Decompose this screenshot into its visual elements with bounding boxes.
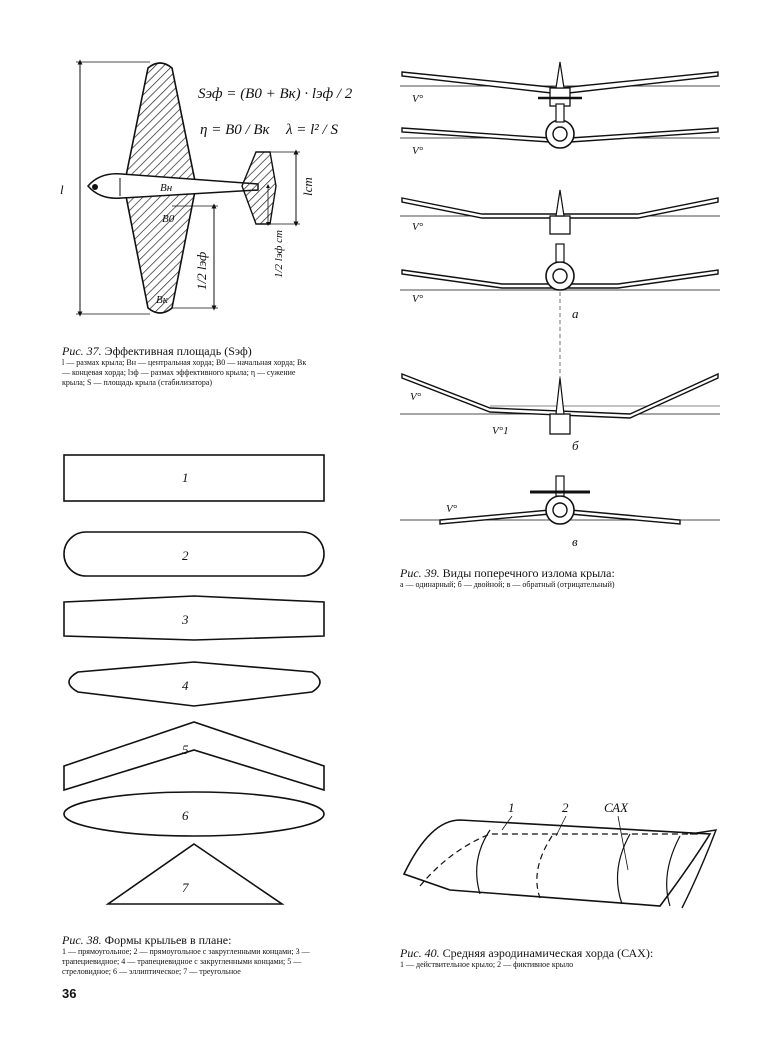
fig39-drawing: V° V° V° V° а V° V°1 б V° в: [400, 61, 720, 549]
fig39-caption-text: а — одинарный; б — двойной; в — обратный…: [400, 580, 615, 589]
shape-trapezoid-rounded: [68, 661, 321, 707]
fig40-label-1: 1: [508, 800, 515, 815]
shape-trapezoid: [63, 595, 325, 641]
shape-elliptical: [63, 791, 325, 837]
fig38-caption: Рис. 38. Формы крыльев в плане: 1 — прям…: [62, 933, 352, 977]
fig40-caption: Рис. 40. Средняя аэродинамическая хорда …: [400, 946, 720, 970]
stabilizer: [241, 151, 277, 225]
angle-label-4: V°: [412, 293, 424, 305]
shape-label-6: 6: [182, 808, 189, 823]
sub-label-a: а: [572, 306, 579, 321]
fig38-drawing: 1 2 3 4 5 6 7: [63, 454, 325, 905]
shape-label-4: 4: [182, 678, 189, 693]
label-b0: B0: [162, 213, 175, 225]
fig38-caption-num: Рис. 38.: [62, 933, 102, 947]
figure-40: 1 2 САХ: [390, 790, 780, 940]
shape-rectangular: [63, 454, 325, 502]
fig39-caption-num: Рис. 39.: [400, 566, 440, 580]
shape-rounded: [63, 531, 325, 577]
shape-label-5: 5: [182, 742, 189, 757]
fig40-label-cax: САХ: [604, 800, 629, 815]
formula-area: Sэф = (B0 + Bк) · lэф / 2: [198, 86, 353, 102]
label-lst: lст: [300, 177, 315, 196]
shape-label-3: 3: [181, 612, 189, 627]
formula-aspect: λ = l² / S: [285, 122, 338, 138]
sub-label-b: б: [572, 438, 579, 453]
angle-label-6: V°1: [492, 425, 509, 437]
fig40-drawing: 1 2 САХ: [402, 800, 718, 909]
angle-label-7: V°: [446, 503, 458, 515]
label-bk: Bк: [156, 294, 169, 306]
fig40-label-2: 2: [562, 800, 569, 815]
fig38-caption-title: Формы крыльев в плане:: [104, 933, 232, 947]
fig38-caption-text: 1 — прямоугольное; 2 — прямоугольное с з…: [62, 947, 310, 976]
fig37-caption-num: Рис. 37.: [62, 344, 102, 358]
angle-label-5: V°: [410, 391, 422, 403]
fig39-caption-title: Виды поперечного излома крыла:: [442, 566, 615, 580]
fuselage: [87, 173, 259, 199]
fig37-caption-title: Эффективная площадь (Sэф): [104, 344, 252, 358]
shape-triangular: [105, 843, 285, 905]
fig37-drawing: l Bн B0 Bк 1/2 lэф lст 1/2 lэф ст Sэф = …: [60, 59, 353, 317]
label-half-lef: 1/2 lэф: [194, 252, 209, 290]
fig37-caption: Рис. 37. Эффективная площадь (Sэф) l — р…: [62, 344, 312, 388]
fig40-caption-num: Рис. 40.: [400, 946, 440, 960]
figure-39: V° V° V° V° а V° V°1 б V° в: [390, 40, 780, 550]
shape-swept: [63, 721, 325, 792]
angle-label-2: V°: [412, 145, 424, 157]
sub-label-v: в: [572, 534, 578, 549]
shape-label-1: 1: [182, 470, 189, 485]
fig40-caption-text: 1 — действительное крыло; 2 — фиктивное …: [400, 960, 574, 969]
figure-37: l Bн B0 Bк 1/2 lэф lст 1/2 lэф ст Sэф = …: [0, 0, 380, 340]
fig37-caption-text: l — размах крыла; Bн — центральная хорда…: [62, 358, 307, 387]
page-number: 36: [62, 986, 77, 1001]
shape-label-2: 2: [182, 548, 189, 563]
shape-label-7: 7: [182, 880, 189, 895]
angle-label-1: V°: [412, 93, 424, 105]
formula-taper: η = B0 / Bк: [200, 122, 271, 138]
label-bn: Bн: [160, 182, 173, 194]
fig40-caption-title: Средняя аэродинамическая хорда (САХ):: [442, 946, 654, 960]
label-span: l: [60, 182, 64, 197]
angle-label-3: V°: [412, 221, 424, 233]
label-half-lef-st: 1/2 lэф ст: [273, 230, 285, 278]
fig39-caption: Рис. 39. Виды поперечного излома крыла: …: [400, 566, 720, 590]
figure-38: 1 2 3 4 5 6 7: [0, 440, 380, 930]
